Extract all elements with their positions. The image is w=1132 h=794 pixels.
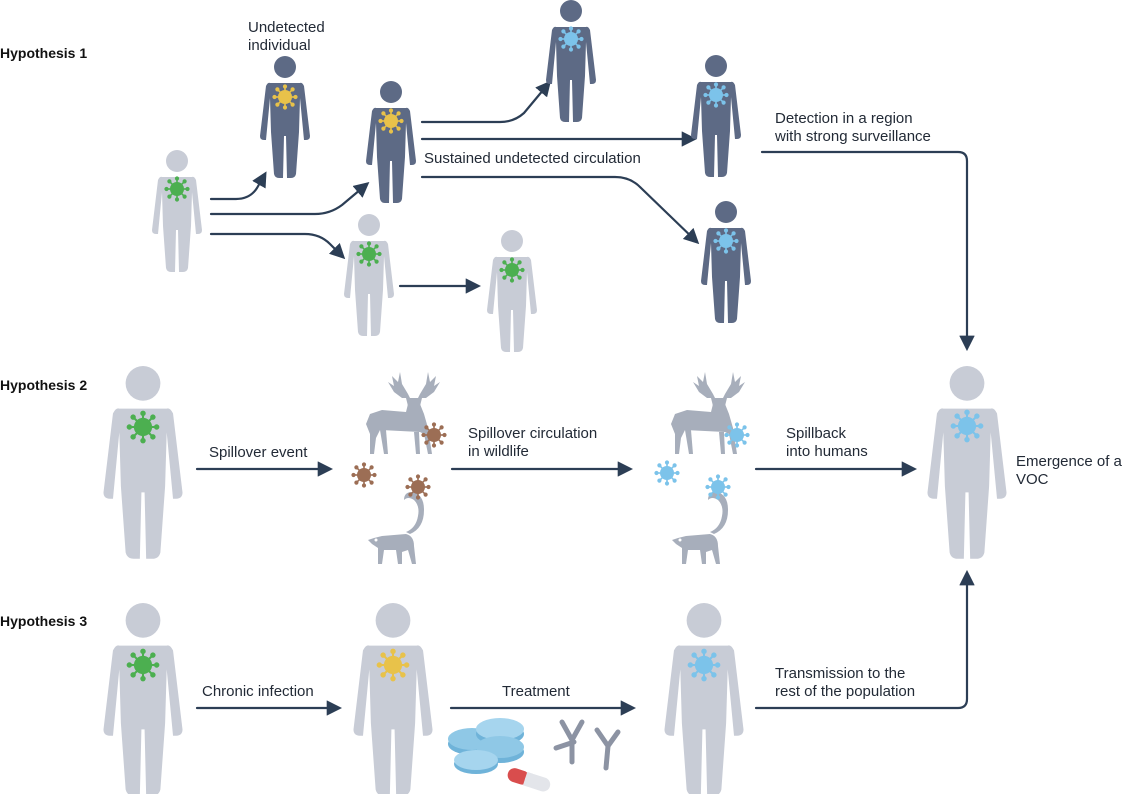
deer-icon <box>671 372 745 454</box>
emergence-line1: Emergence of a <box>1016 453 1123 470</box>
person-h2-source <box>103 366 183 559</box>
virus-brown-icon <box>405 474 431 500</box>
transmission-line1: Transmission to the <box>775 665 905 682</box>
undetected-label-line2: individual <box>248 37 311 54</box>
arrow-detection-to-voc <box>760 150 975 352</box>
person-treated <box>664 603 744 794</box>
virus-blue-icon <box>713 228 739 254</box>
virus-blue-icon <box>654 460 680 486</box>
antibody-icon <box>553 719 621 771</box>
hypothesis-1-label: Hypothesis 1 <box>0 45 87 61</box>
person-light-right <box>487 230 537 352</box>
virus-yellow-icon <box>272 84 298 110</box>
person-dark-top <box>546 0 596 122</box>
deer-icon <box>366 372 440 454</box>
hypothesis-2-label: Hypothesis 2 <box>0 377 87 393</box>
virus-blue-icon <box>558 26 584 52</box>
spillover-circulation-line1: Spillover circulation <box>468 425 597 442</box>
arrow-to-undetected <box>209 171 267 201</box>
person-dark-mid <box>366 81 416 203</box>
capsule-icon <box>507 768 551 792</box>
person-dark-right <box>691 55 741 177</box>
person-undetected <box>260 56 310 178</box>
person-light-mid <box>344 214 394 336</box>
virus-green-icon <box>499 257 525 283</box>
virus-blue-icon <box>724 422 750 448</box>
emergence-line2: VOC <box>1016 471 1049 488</box>
undetected-label-line1: Undetected <box>248 19 325 36</box>
virus-yellow-icon <box>376 648 410 682</box>
lemur-icon <box>368 492 424 564</box>
person-chronic <box>353 603 433 794</box>
virus-blue-icon <box>703 82 729 108</box>
hypothesis-3-label: Hypothesis 3 <box>0 613 87 629</box>
arrow-to-bottom-dark <box>420 175 700 245</box>
person-h1-source <box>152 150 202 272</box>
spillback-line2: into humans <box>786 443 868 460</box>
person-voc <box>927 366 1007 559</box>
virus-green-icon <box>126 648 160 682</box>
detection-label-line1: Detection in a region <box>775 110 913 127</box>
person-dark-bottom <box>701 201 751 323</box>
spillback-line1: Spillback <box>786 425 847 442</box>
virus-blue-icon <box>687 648 721 682</box>
virus-green-icon <box>126 410 160 444</box>
arrow-transmission-to-voc <box>754 569 975 710</box>
virus-blue-icon <box>950 409 984 443</box>
detection-label-line2: with strong surveillance <box>774 128 931 145</box>
arrow-to-top-dark <box>420 80 551 124</box>
spillover-circulation-line2: in wildlife <box>468 443 529 460</box>
virus-brown-icon <box>351 462 377 488</box>
virus-yellow-icon <box>378 108 404 134</box>
virus-green-icon <box>356 241 382 267</box>
arrow-to-second-dark <box>209 182 370 216</box>
transmission-line2: rest of the population <box>775 683 915 700</box>
chronic-infection-label: Chronic infection <box>202 683 314 700</box>
virus-blue-icon <box>705 474 731 500</box>
arrow-to-light-mid <box>209 232 346 260</box>
virus-brown-icon <box>421 422 447 448</box>
person-h3-source <box>103 603 183 794</box>
spillover-event-label: Spillover event <box>209 444 308 461</box>
lemur-icon <box>672 492 728 564</box>
sustained-label: Sustained undetected circulation <box>424 150 641 167</box>
treatment-label: Treatment <box>502 683 571 700</box>
pills-icon <box>448 718 524 774</box>
virus-green-icon <box>164 176 190 202</box>
